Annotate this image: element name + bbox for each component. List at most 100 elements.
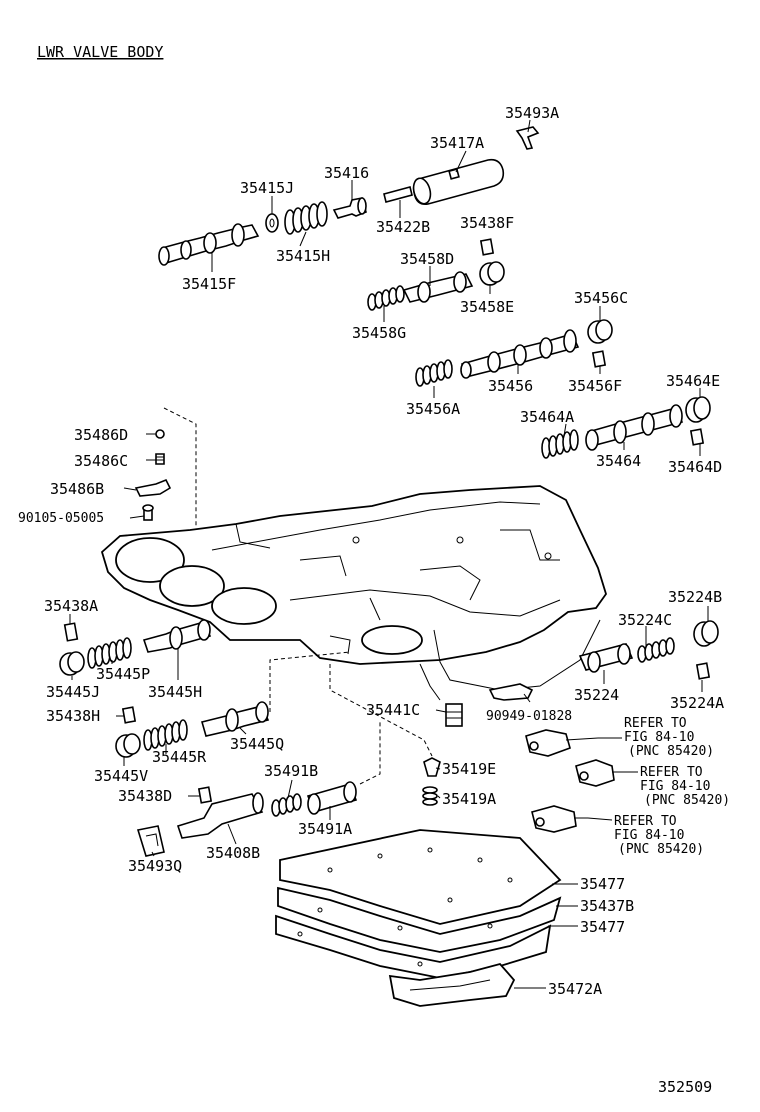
- svg-text:(PNC 85420): (PNC 85420): [618, 842, 704, 857]
- spring-35445p-drawing: [87, 637, 132, 669]
- plug-35438a-drawing: [63, 622, 79, 642]
- cap-35456c-drawing: [587, 319, 613, 344]
- valve-35445h-drawing: [142, 619, 212, 653]
- label-35491b: 35491B: [264, 762, 318, 780]
- valve-35224-drawing: [578, 643, 634, 673]
- plug-35416-drawing: [332, 197, 367, 219]
- spring-35456a-drawing: [415, 359, 453, 387]
- label-35417a: 35417A: [430, 134, 484, 152]
- cap-35224b-drawing: [693, 620, 719, 647]
- label-35445j: 35445J: [46, 683, 100, 701]
- spring-35415h-drawing: [284, 201, 328, 235]
- washer-35415j-drawing: [265, 213, 279, 233]
- label-35456: 35456: [488, 377, 533, 395]
- valve-35419e-drawing: [423, 757, 441, 777]
- label-35408b: 35408B: [206, 844, 260, 862]
- ref-note-2: REFER TO FIG 84-10 (PNC 85420): [640, 765, 730, 808]
- label-35224: 35224: [574, 686, 619, 704]
- valve-35408b-drawing: [176, 792, 264, 839]
- plug-35224a-drawing: [695, 662, 711, 680]
- label-35458d: 35458D: [400, 250, 454, 268]
- sleeve-35417a-drawing: [412, 158, 505, 206]
- svg-text:FIG 84-10: FIG 84-10: [640, 779, 710, 794]
- spring-35486c-drawing: [155, 453, 165, 465]
- spring-35458g-drawing: [367, 285, 405, 311]
- filter-35441c-drawing: [445, 703, 463, 727]
- spring-35445r-drawing: [143, 719, 188, 751]
- svg-text:FIG 84-10: FIG 84-10: [624, 730, 694, 745]
- leader-lines: [69, 119, 709, 989]
- label-35464e: 35464E: [666, 372, 720, 390]
- label-35224a: 35224A: [670, 694, 724, 712]
- valve-35456-drawing: [460, 329, 580, 379]
- label-35458e: 35458E: [460, 298, 514, 316]
- ball-35486d-drawing: [155, 429, 165, 439]
- valve-35491a-drawing: [306, 781, 358, 815]
- valve-35445q-drawing: [201, 701, 270, 737]
- label-35493a: 35493A: [505, 104, 559, 122]
- label-35422b: 35422B: [376, 218, 430, 236]
- label-35438a: 35438A: [44, 597, 98, 615]
- gasket-35477-bottom-drawing: [275, 914, 552, 979]
- spring-35491b-drawing: [271, 793, 302, 817]
- plug-35464d-drawing: [689, 428, 705, 446]
- valve-body-upper-drawing: [100, 485, 607, 701]
- label-35445q: 35445Q: [230, 735, 284, 753]
- valve-35415f-drawing: [158, 223, 260, 266]
- svg-text:(PNC 85420): (PNC 85420): [628, 744, 714, 759]
- pin-35422b-drawing: [383, 186, 413, 203]
- plug-35438d-drawing: [197, 786, 213, 804]
- label-35456a: 35456A: [406, 400, 460, 418]
- label-35441c: 35441C: [366, 701, 420, 719]
- label-35419a: 35419A: [442, 790, 496, 808]
- solenoid-3-drawing: [531, 805, 588, 833]
- svg-text:(PNC 85420): (PNC 85420): [644, 793, 730, 808]
- plug-35456f-drawing: [591, 350, 607, 368]
- label-35416: 35416: [324, 164, 369, 182]
- spring-35224c-drawing: [637, 637, 675, 663]
- label-35491a: 35491A: [298, 820, 352, 838]
- svg-text:REFER TO: REFER TO: [614, 814, 677, 829]
- label-35458g: 35458G: [352, 324, 406, 342]
- plate-35472a-drawing: [388, 962, 516, 1007]
- label-35464d: 35464D: [668, 458, 722, 476]
- part-labels: 35493A 35417A 35416 35415J 35438F 35422B…: [18, 104, 724, 998]
- bracket-90949-01828-drawing: [488, 683, 534, 701]
- cap-35445j-drawing: [59, 651, 85, 676]
- label-35445r: 35445R: [152, 748, 207, 766]
- label-35464a: 35464A: [520, 408, 574, 426]
- label-90949-01828: 90949-01828: [486, 709, 572, 724]
- ref-note-3: REFER TO FIG 84-10 (PNC 85420): [614, 814, 704, 857]
- label-35438f: 35438F: [460, 214, 514, 232]
- label-35456f: 35456F: [568, 377, 622, 395]
- figure-number: 352509: [658, 1078, 712, 1096]
- plate-35437b-drawing: [277, 886, 562, 953]
- diagram-title: LWR VALVE BODY: [37, 43, 163, 61]
- svg-text:REFER TO: REFER TO: [640, 765, 703, 780]
- bolt-90105-05005-drawing: [142, 504, 154, 521]
- label-35437b: 35437B: [580, 897, 634, 915]
- label-35445v: 35445V: [94, 767, 148, 785]
- label-35419e: 35419E: [442, 760, 496, 778]
- plug-35438f-drawing: [479, 238, 495, 256]
- clip-35493a-drawing: [515, 126, 540, 150]
- solenoid-2-drawing: [575, 759, 630, 787]
- cap-35458e-drawing: [479, 261, 505, 286]
- spring-35419a-drawing: [422, 786, 438, 806]
- ref-note-1: REFER TO FIG 84-10 (PNC 85420): [624, 716, 714, 759]
- label-35477-top: 35477: [580, 875, 625, 893]
- label-35415j: 35415J: [240, 179, 294, 197]
- spring-35464a-drawing: [541, 429, 579, 459]
- clip-35493q-drawing: [136, 825, 165, 857]
- label-90105-05005: 90105-05005: [18, 511, 104, 526]
- plug-35438h-drawing: [121, 706, 137, 724]
- label-35415h: 35415H: [276, 247, 330, 265]
- svg-text:FIG 84-10: FIG 84-10: [614, 828, 684, 843]
- svg-text:REFER TO: REFER TO: [624, 716, 687, 731]
- label-35486b: 35486B: [50, 480, 104, 498]
- label-35445p: 35445P: [96, 665, 150, 683]
- cap-35445v-drawing: [115, 733, 141, 758]
- label-35445h: 35445H: [148, 683, 202, 701]
- label-35224c: 35224C: [618, 611, 672, 629]
